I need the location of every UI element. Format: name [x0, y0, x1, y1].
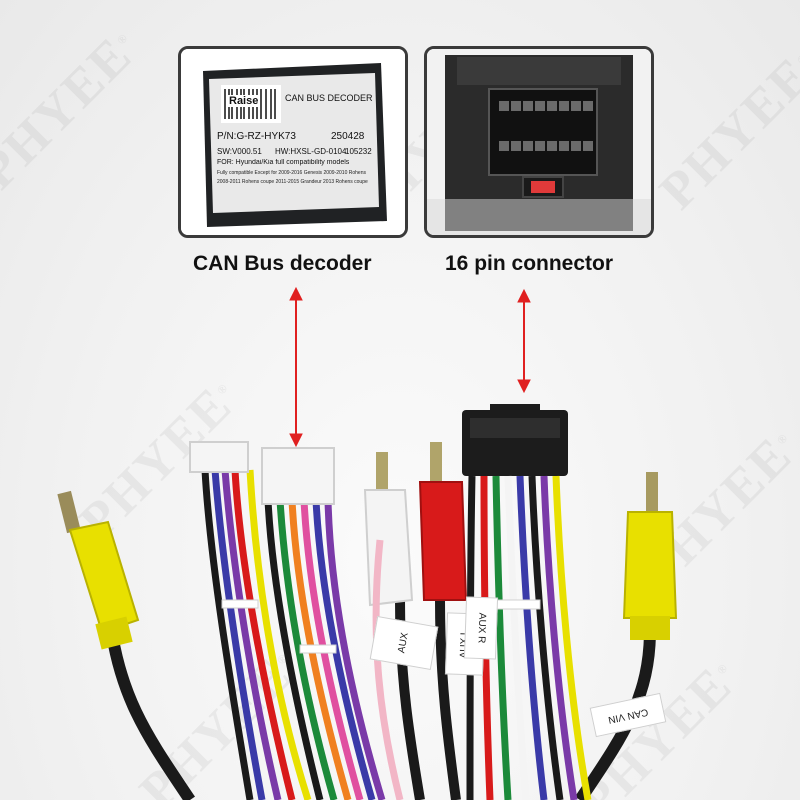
- cable-tie: [221, 599, 259, 609]
- decoder-brand: Raise: [227, 95, 261, 107]
- cable-tag-aux-r: AUX R: [463, 596, 499, 660]
- connector-socket: [427, 49, 651, 235]
- decoder-compat-line-2: 2008-2011 Rohens coupe 2011-2015 Grandeu…: [217, 179, 368, 185]
- small-connector-white: [261, 447, 335, 505]
- caption-16-pin-connector: 16 pin connector: [445, 252, 614, 275]
- decoder-compat-line-1: Fully compatible Except for 2009-2016 Ge…: [217, 170, 366, 176]
- decoder-date-code: 250428: [331, 131, 365, 142]
- decoder-serial: 105232: [345, 147, 372, 156]
- decoder-photo-panel: Raise CAN BUS DECODER P/N:G-RZ-HYK73 250…: [178, 46, 408, 238]
- wire-bundle-left: [201, 469, 386, 800]
- connector-photo-panel: [424, 46, 654, 238]
- decoder-title: CAN BUS DECODER: [285, 93, 373, 103]
- decoder-hw-version: HW:HXSL-GD-0104: [275, 147, 347, 156]
- arrow-connector: [517, 288, 531, 394]
- pink-wire: [372, 539, 404, 800]
- decoder-box: [181, 49, 405, 235]
- red-rca-plug: [418, 442, 468, 800]
- decoder-part-number: P/N:G-RZ-HYK73: [217, 131, 296, 142]
- cable-tie: [299, 644, 337, 654]
- caption-can-bus-decoder: CAN Bus decoder: [193, 252, 372, 275]
- yellow-rca-plug-right: [575, 472, 678, 800]
- small-connector-white: [189, 441, 249, 473]
- yellow-rca-plug-left: [57, 490, 195, 800]
- harness-16-pin-connector: [462, 404, 568, 476]
- decoder-sw-version: SW:V000.51: [217, 147, 262, 156]
- decoder-for-line: FOR: Hyundai/Kia full compatibility mode…: [217, 159, 350, 166]
- arrow-decoder: [289, 286, 303, 448]
